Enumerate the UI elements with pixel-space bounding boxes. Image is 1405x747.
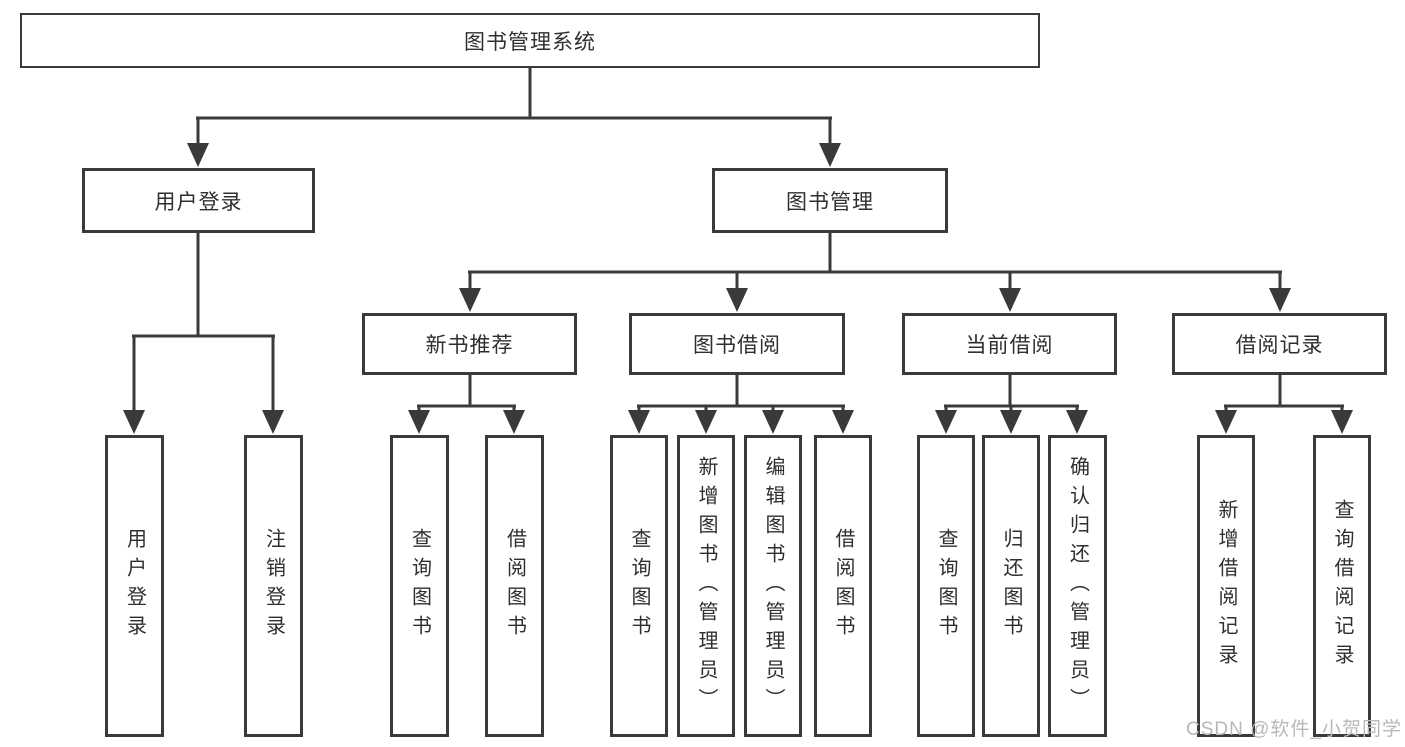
leaf-confirm-return-admin-label: 确认归还（管理员） (1066, 455, 1089, 717)
leaf-query-books-current-label: 查询图书 (935, 528, 957, 644)
leaf-return-books: 归还图书 (982, 435, 1040, 737)
node-current-borrow-label: 当前借阅 (965, 334, 1054, 357)
leaf-query-books-recommend: 查询图书 (390, 435, 449, 737)
leaf-query-books-borrow-label: 查询图书 (628, 528, 650, 644)
leaf-logout-label: 注销登录 (262, 528, 285, 644)
leaf-query-books-current: 查询图书 (917, 435, 975, 737)
node-book-management: 图书管理 (712, 168, 948, 233)
leaf-borrow-books-label: 借阅图书 (832, 528, 854, 644)
node-book-management-label: 图书管理 (786, 190, 874, 214)
leaf-borrow-books-recommend: 借阅图书 (485, 435, 544, 737)
leaf-user-login-label: 用户登录 (123, 528, 146, 644)
leaf-query-books-borrow: 查询图书 (610, 435, 668, 737)
leaf-query-books-recommend-label: 查询图书 (408, 528, 431, 644)
leaf-borrow-books-recommend-label: 借阅图书 (503, 528, 526, 644)
node-user-login-label: 用户登录 (154, 190, 243, 214)
node-new-book-recommend: 新书推荐 (362, 313, 577, 375)
node-new-book-recommend-label: 新书推荐 (425, 334, 514, 357)
node-book-borrow: 图书借阅 (629, 313, 845, 375)
leaf-query-borrow-record-label: 查询借阅记录 (1331, 499, 1353, 673)
node-current-borrow: 当前借阅 (902, 313, 1117, 375)
leaf-logout: 注销登录 (244, 435, 303, 737)
node-borrow-record-label: 借阅记录 (1235, 334, 1324, 357)
leaf-query-borrow-record: 查询借阅记录 (1313, 435, 1371, 737)
node-user-login: 用户登录 (82, 168, 315, 233)
node-root-system: 图书管理系统 (20, 13, 1040, 68)
node-book-borrow-label: 图书借阅 (693, 334, 781, 357)
leaf-edit-books-admin-label: 编辑图书（管理员） (762, 455, 784, 717)
leaf-add-books-admin-label: 新增图书（管理员） (695, 455, 717, 717)
leaf-add-books-admin: 新增图书（管理员） (677, 435, 735, 737)
node-root-system-label: 图书管理系统 (464, 30, 596, 54)
arrowheads (123, 143, 1353, 434)
leaf-confirm-return-admin: 确认归还（管理员） (1048, 435, 1107, 737)
leaf-borrow-books: 借阅图书 (814, 435, 872, 737)
watermark: CSDN @软件_小贺同学 (1186, 719, 1402, 740)
leaf-edit-books-admin: 编辑图书（管理员） (744, 435, 802, 737)
leaf-add-borrow-record-label: 新增借阅记录 (1215, 499, 1237, 673)
leaf-add-borrow-record: 新增借阅记录 (1197, 435, 1255, 737)
node-borrow-record: 借阅记录 (1172, 313, 1387, 375)
leaf-return-books-label: 归还图书 (1000, 528, 1022, 644)
leaf-user-login: 用户登录 (105, 435, 164, 737)
